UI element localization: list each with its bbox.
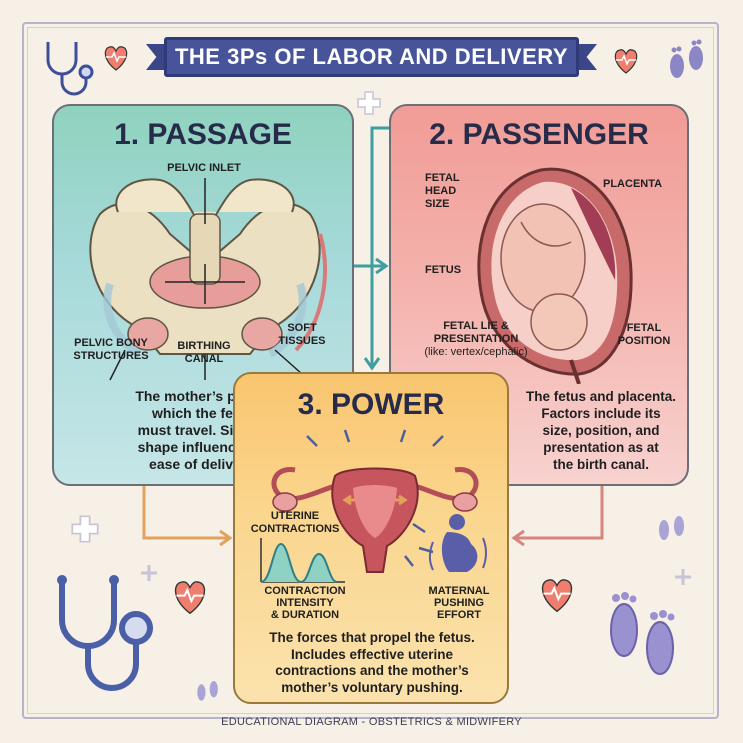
footprint-icon — [197, 680, 218, 701]
passage-desc-line: which the fetus — [152, 405, 254, 421]
footprint-icon — [610, 592, 675, 675]
label-head-3: SIZE — [425, 198, 450, 210]
label-position-1: FETAL — [626, 322, 662, 334]
label-soft-2: TISSUES — [278, 335, 326, 347]
contraction-wave-graph — [260, 538, 345, 584]
label-lie-1: FETAL LIE & — [443, 320, 509, 332]
heart-icon — [104, 46, 128, 71]
plus-icon — [141, 565, 157, 581]
uterus-fetus-illustration — [477, 167, 633, 384]
passenger-desc-line: the birth canal. — [552, 457, 650, 472]
power-desc-line: contractions and the mother’s — [275, 663, 469, 678]
label-pelvic-inlet: PELVIC INLET — [167, 162, 241, 174]
page-title: THE 3Ps OF LABOR AND DELIVERY — [164, 37, 579, 77]
power-desc-line: mother’s voluntary pushing. — [281, 679, 463, 695]
plus-icon — [357, 91, 381, 115]
footprint-icon — [670, 39, 703, 78]
stethoscope-icon — [57, 575, 153, 691]
label-placenta: PLACENTA — [603, 178, 663, 190]
power-desc-line: Includes effective uterine — [290, 646, 454, 662]
label-birthing-2: CANAL — [184, 353, 224, 365]
label-uterine-2: CONTRACTIONS — [250, 523, 340, 535]
passenger-description: The fetus and placenta. Factors include … — [513, 388, 687, 473]
stethoscope-icon — [46, 42, 94, 96]
label-pelvic-bony-2: STRUCTURES — [73, 350, 149, 362]
heart-icon — [614, 49, 638, 74]
label-birthing-1: BIRTHING — [177, 340, 231, 352]
label-position-2: POSITION — [617, 335, 671, 347]
label-head-2: HEAD — [425, 185, 457, 197]
label-soft-1: SOFT — [287, 322, 317, 334]
label-uterine-1: UTERINE — [270, 510, 320, 522]
inner-frame — [27, 27, 714, 714]
passenger-desc-line: Factors include its — [541, 406, 661, 421]
plus-icon — [675, 569, 691, 585]
label-lie-2: PRESENTATION — [433, 333, 519, 345]
passenger-desc-line: size, position, and — [542, 423, 660, 438]
power-heading: 3. POWER — [297, 388, 445, 421]
passenger-desc-line: presentation as at — [543, 440, 659, 455]
label-fetus: FETUS — [425, 264, 462, 276]
passenger-heading: 2. PASSENGER — [429, 118, 649, 151]
power-description: The forces that propel the fetus. Includ… — [239, 630, 505, 696]
passage-heading: 1. PASSAGE — [114, 118, 292, 151]
passenger-desc-line: The fetus and placenta. — [525, 389, 677, 404]
label-pelvic-bony-1: PELVIC BONY — [74, 337, 148, 349]
outer-frame — [22, 22, 719, 719]
label-maternal-2: PUSHING — [433, 597, 485, 609]
pelvis-illustration — [89, 178, 327, 381]
plus-icon — [71, 515, 99, 543]
footer-caption: EDUCATIONAL DIAGRAM - OBSTETRICS & MIDWI… — [221, 716, 522, 728]
passage-desc-line: ease of delivery. — [149, 456, 257, 472]
label-maternal-3: EFFORT — [437, 609, 481, 621]
label-intensity-1: CONTRACTION — [264, 585, 346, 597]
label-maternal-1: MATERNAL — [428, 585, 490, 597]
label-lie-3: (like: vertex/cephalic) — [424, 346, 528, 358]
footprint-icon — [659, 516, 684, 540]
heart-icon — [174, 581, 206, 615]
uterus-contraction-illustration — [271, 429, 479, 573]
label-head-1: FETAL — [425, 172, 460, 184]
heart-icon — [541, 579, 573, 613]
power-panel: 3. POWER UTERINE CONTRACT — [233, 372, 509, 704]
label-intensity-3: & DURATION — [270, 609, 340, 621]
power-desc-line: The forces that propel the fetus. — [269, 630, 475, 645]
label-intensity-2: INTENSITY — [276, 597, 334, 609]
pregnant-woman-pushing-icon — [429, 514, 487, 572]
